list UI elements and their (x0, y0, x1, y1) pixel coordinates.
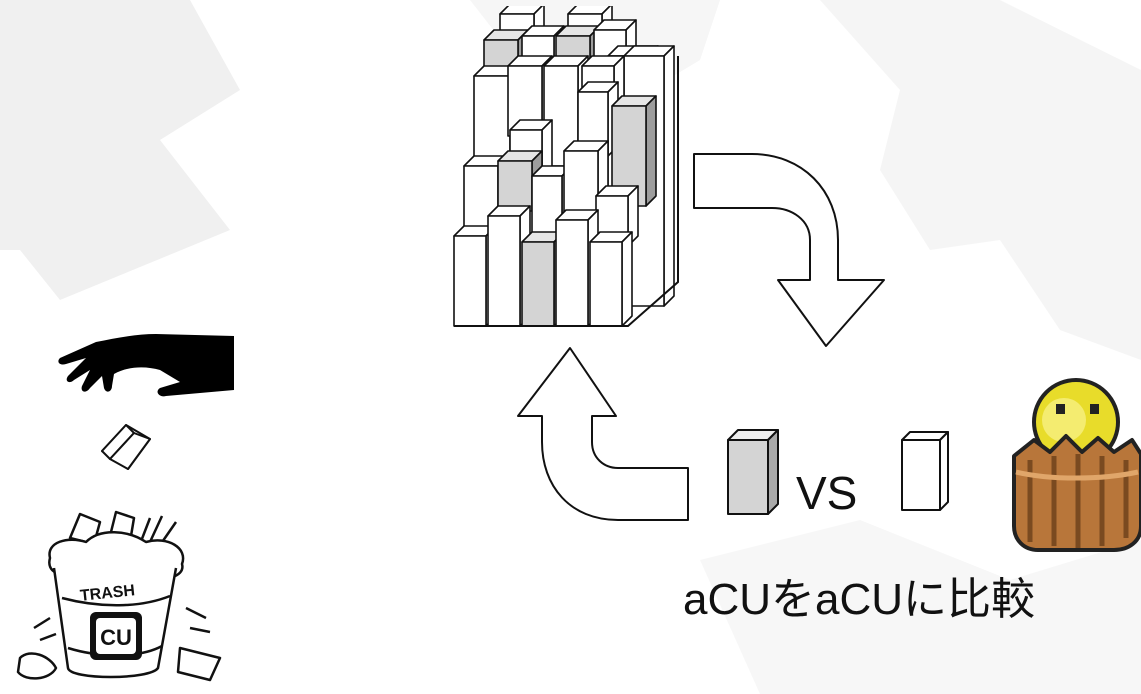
box-stack-icon (453, 6, 679, 327)
svg-text:CU: CU (100, 625, 132, 650)
hand-icon (58, 334, 234, 397)
comparison-caption: aCUをaCUに比較 (683, 575, 1036, 624)
curved-arrow-up-icon (517, 347, 689, 521)
chick-in-egg-icon (1012, 378, 1141, 552)
cube-icon (101, 424, 151, 470)
svg-text:TRASH: TRASH (79, 582, 136, 605)
stack-box (589, 231, 633, 327)
versus-label: VS (796, 467, 858, 519)
trash-can-icon: TRASH CU (16, 510, 222, 682)
stack-base-outline (454, 56, 679, 327)
curved-arrow-down-icon (693, 153, 885, 347)
white-box-icon (901, 431, 949, 511)
shaded-box-icon (727, 429, 779, 515)
